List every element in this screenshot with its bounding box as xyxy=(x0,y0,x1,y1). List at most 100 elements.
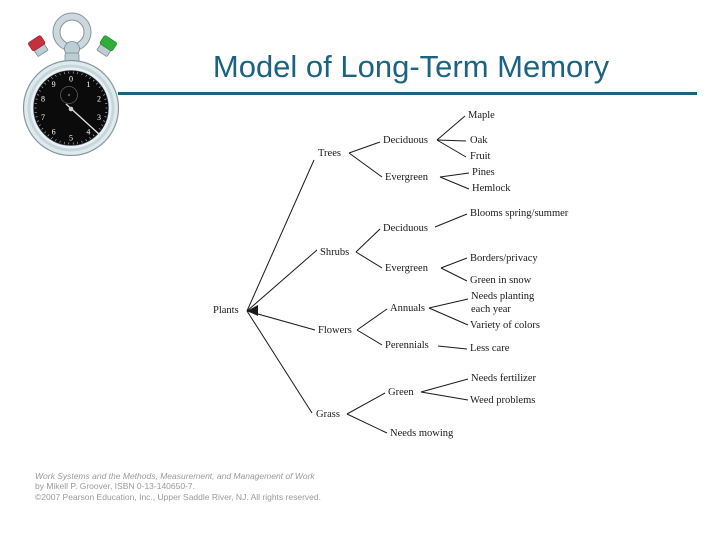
stopwatch-tick xyxy=(95,82,98,85)
tree-edge xyxy=(439,172,470,178)
tree-edge xyxy=(437,345,468,350)
stopwatch-tick xyxy=(36,94,40,96)
stopwatch-tick xyxy=(102,120,106,122)
stopwatch-tick xyxy=(92,79,95,82)
stopwatch-tick xyxy=(85,139,87,142)
stopwatch-dial-number: 8 xyxy=(41,95,45,104)
tree-edge xyxy=(428,307,469,326)
stopwatch-tick xyxy=(41,86,44,88)
stopwatch-green-button xyxy=(96,35,117,57)
tree-node-label: Green in snow xyxy=(470,275,532,286)
root-arrowhead xyxy=(247,305,258,316)
stopwatch-pivot xyxy=(68,106,74,112)
stopwatch-dial-number: 1 xyxy=(86,80,90,89)
tree-edge xyxy=(428,298,469,309)
tree-node-label: Grass xyxy=(316,409,340,420)
stopwatch-dial-number: 6 xyxy=(52,128,56,137)
tree-node-label: Shrubs xyxy=(320,247,349,258)
stopwatch-dial-number: 0 xyxy=(69,74,73,83)
stopwatch-tick xyxy=(41,128,44,130)
tree-node-label: Less care xyxy=(470,343,510,354)
tree-node-label: Fruit xyxy=(470,151,491,162)
stopwatch-tick xyxy=(92,134,95,137)
footer-copyright: ©2007 Pearson Education, Inc., Upper Sad… xyxy=(35,491,321,502)
stopwatch-tick xyxy=(101,90,104,92)
tree-node-label: Needs planting xyxy=(471,291,535,302)
footer-author-isbn: by Mikell P. Groover, ISBN 0-13-140650-7… xyxy=(35,481,196,492)
tree-edge xyxy=(420,391,469,401)
tree-node-label: Deciduous xyxy=(383,135,428,146)
stopwatch-tick xyxy=(89,77,91,80)
tree-edge xyxy=(246,310,316,331)
tree-node-label: Flowers xyxy=(318,325,352,336)
tree-edge xyxy=(356,308,388,331)
stopwatch-dial-number: 7 xyxy=(41,113,45,122)
stopwatch-tick xyxy=(47,79,50,82)
tree-edge xyxy=(436,139,467,142)
tree-edge xyxy=(346,392,386,415)
tree-node-label: Blooms spring/summer xyxy=(470,208,569,219)
stopwatch-tick xyxy=(38,90,41,92)
tree-edge xyxy=(439,176,470,190)
tree-node-label: Evergreen xyxy=(385,172,429,183)
tree-edge xyxy=(436,115,466,141)
stopwatch-tick xyxy=(59,73,61,76)
stopwatch-tick xyxy=(89,136,91,139)
tree-node-label: Perennials xyxy=(385,340,429,351)
stopwatch-tick xyxy=(98,86,101,88)
stopwatch-tick xyxy=(85,74,87,77)
stopwatch-dial-number: 5 xyxy=(69,133,73,142)
tree-node-label: Pines xyxy=(472,167,495,178)
stopwatch-tick xyxy=(98,128,101,130)
stopwatch-tick xyxy=(44,82,47,85)
tree-edge xyxy=(246,310,313,414)
stopwatch-tick xyxy=(51,136,53,139)
tree-node-label: Deciduous xyxy=(383,223,428,234)
tree-edge xyxy=(434,213,468,228)
tree-node-label: Maple xyxy=(468,110,495,121)
tree-node-label: each year xyxy=(471,304,511,315)
stopwatch-subdial xyxy=(60,86,78,104)
tree-edge xyxy=(355,228,381,253)
stopwatch-tick xyxy=(81,73,83,76)
stopwatch-tick xyxy=(102,94,106,96)
stopwatch-tick xyxy=(36,120,40,122)
tree-node-label: Trees xyxy=(318,148,341,159)
tree-node-label: Evergreen xyxy=(385,263,429,274)
stopwatch-tick xyxy=(51,77,53,80)
tree-node-label: Plants xyxy=(213,305,239,316)
tree-edge xyxy=(348,141,381,154)
footer-citation: Work Systems and the Methods, Measuremen… xyxy=(35,471,321,502)
tree-edge xyxy=(440,257,468,269)
stopwatch-dial-number: 4 xyxy=(86,128,90,137)
stopwatch-dial-number: 3 xyxy=(97,113,101,122)
tree-node-label: Needs fertilizer xyxy=(471,373,537,384)
stopwatch-tick xyxy=(55,139,57,142)
tree-edge xyxy=(246,249,318,312)
stopwatch-red-button xyxy=(28,35,49,57)
tree-node-label: Weed problems xyxy=(470,395,535,406)
tree-edge xyxy=(246,159,315,312)
stopwatch-icon: 0 12 34 5 67 89 xyxy=(22,12,120,156)
stopwatch-dial-number: 2 xyxy=(97,95,101,104)
tree-node-label: Hemlock xyxy=(472,183,511,194)
tree-node-label: Green xyxy=(388,387,414,398)
tree-node-label: Oak xyxy=(470,135,488,146)
title-rule xyxy=(118,92,697,95)
stopwatch-dial-number: 9 xyxy=(52,80,56,89)
tree-edge xyxy=(440,267,468,282)
tree-edge xyxy=(420,378,469,393)
tree-edge xyxy=(436,139,467,158)
stopwatch-tick xyxy=(59,140,61,143)
tree-edge xyxy=(346,413,388,434)
tree-node-label: Variety of colors xyxy=(470,320,540,331)
stopwatch-tick xyxy=(101,124,104,126)
page-title: Model of Long-Term Memory xyxy=(212,49,610,84)
footer-book-title: Work Systems and the Methods, Measuremen… xyxy=(35,471,315,481)
stopwatch-dial: 0 12 34 5 67 89 xyxy=(34,71,108,145)
stopwatch-tick xyxy=(38,124,41,126)
tree-node-label: Borders/privacy xyxy=(470,253,538,264)
stopwatch-subdial-pin xyxy=(67,93,71,97)
tree-node-label: Annuals xyxy=(390,303,425,314)
